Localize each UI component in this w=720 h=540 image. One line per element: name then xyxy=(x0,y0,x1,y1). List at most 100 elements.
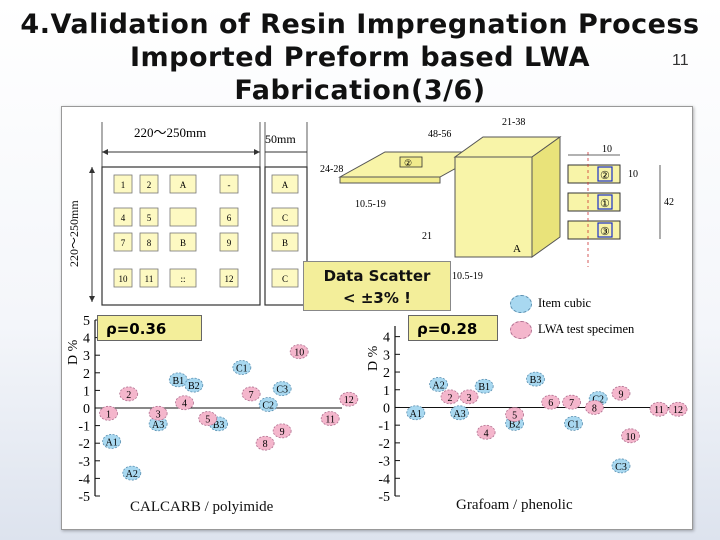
data-point xyxy=(255,435,275,451)
cube-diagram: ② A ② ① ③ 48-56 21-38 10 10 24-28 10.5-1… xyxy=(320,117,674,282)
legend-swatch-item-cubic xyxy=(510,295,532,313)
preform-cell xyxy=(271,174,299,194)
data-point-label: A1 xyxy=(410,409,422,420)
data-point-label: 10 xyxy=(294,348,304,359)
preform-cell xyxy=(169,268,197,288)
data-point xyxy=(611,458,631,474)
data-point-label: 9 xyxy=(619,389,624,400)
y-tick-label: -3 xyxy=(378,455,390,470)
preform-cell xyxy=(139,174,159,194)
preform-cell-label: 9 xyxy=(227,238,232,248)
preform-cell xyxy=(113,268,133,288)
preform-cell-label: B xyxy=(180,238,186,248)
data-point-label: C3 xyxy=(276,385,288,396)
data-point-label: 8 xyxy=(263,439,268,450)
cube-slot-3: ③ xyxy=(600,226,610,238)
data-point-label: 7 xyxy=(249,390,254,401)
y-tick-label: -2 xyxy=(378,437,390,452)
data-point-label: 6 xyxy=(548,398,553,409)
data-point xyxy=(649,401,669,417)
data-point-label: A3 xyxy=(453,409,465,420)
data-point-label: C1 xyxy=(568,419,580,430)
dim-10-5-19-a: 10.5-19 xyxy=(355,199,386,210)
y-axis-label: D % xyxy=(66,339,81,365)
y-tick-label: -2 xyxy=(78,437,90,452)
preform-cell xyxy=(219,232,239,252)
data-point xyxy=(198,411,218,426)
data-point xyxy=(611,385,631,401)
y-tick-label: -1 xyxy=(78,420,90,435)
y-tick-label: -4 xyxy=(378,472,390,487)
data-point-label: B2 xyxy=(188,381,200,392)
data-point xyxy=(148,405,168,421)
data-point xyxy=(122,465,142,481)
cube-small-slot: ② xyxy=(404,158,412,168)
data-point xyxy=(450,405,469,421)
preform-cell-label: A xyxy=(282,180,289,190)
y-axis-label: D % xyxy=(366,345,381,371)
data-point-label: 1 xyxy=(106,409,111,420)
data-point-label: 11 xyxy=(654,405,664,416)
data-point-label: 5 xyxy=(205,415,210,426)
preform-cell xyxy=(271,232,299,252)
data-point-label: 10 xyxy=(626,432,636,443)
data-point xyxy=(541,394,561,410)
scatter-note-line-2: < ±3% ! xyxy=(343,289,411,307)
cube-slot-2: ② xyxy=(600,170,610,182)
preform-cell xyxy=(169,232,197,252)
preform-cell xyxy=(219,174,239,194)
preform-cell-label: 5 xyxy=(147,213,152,223)
data-point xyxy=(562,394,582,410)
title-line-2: Imported Preform based LWA xyxy=(129,42,591,73)
data-point xyxy=(406,405,426,421)
data-point xyxy=(564,415,583,431)
preform-cell xyxy=(139,232,159,252)
data-point xyxy=(232,360,252,375)
preform-cell xyxy=(271,268,299,288)
preform-cell-label: 12 xyxy=(225,274,234,284)
slide-title: 4.Validation of Resin Impregnation Proce… xyxy=(0,8,720,107)
dim-21-38: 21-38 xyxy=(502,117,525,128)
legend-swatch-lwa-specimen xyxy=(510,321,532,339)
data-point-label: C1 xyxy=(236,364,248,375)
data-point-label: B3 xyxy=(530,375,542,386)
legend-label-lwa-specimen: LWA test specimen xyxy=(538,322,635,336)
y-tick-label: 2 xyxy=(83,367,90,382)
y-tick-label: 1 xyxy=(383,384,390,399)
preform-cell xyxy=(169,207,197,227)
preform-cell xyxy=(271,207,299,227)
data-point xyxy=(289,344,309,360)
data-point-label: 8 xyxy=(592,403,597,414)
data-point xyxy=(339,391,359,407)
data-point-label: 7 xyxy=(569,398,574,409)
data-point-label: B1 xyxy=(478,382,490,393)
data-point xyxy=(99,405,118,421)
data-point xyxy=(175,395,194,411)
data-point xyxy=(621,428,640,444)
data-point xyxy=(272,381,292,397)
data-point xyxy=(272,423,292,439)
y-tick-label: 0 xyxy=(83,402,90,417)
data-point xyxy=(102,434,122,449)
preform-cell xyxy=(219,207,239,227)
preform-cell-label: 2 xyxy=(147,180,152,190)
y-tick-label: 1 xyxy=(83,384,90,399)
preform-cell-label: 11 xyxy=(145,274,154,284)
data-point-label: 12 xyxy=(673,405,683,416)
y-tick-label: 2 xyxy=(383,366,390,381)
preform-cell-label: :: xyxy=(180,274,185,284)
data-point-label: B2 xyxy=(509,419,521,430)
caption-left: CALCARB / polyimide xyxy=(130,499,274,515)
data-point-label: A1 xyxy=(106,437,118,448)
preform-cell-label: 8 xyxy=(147,238,152,248)
preform-cell-label: 1 xyxy=(121,180,126,190)
data-point-label: C3 xyxy=(615,462,627,473)
preform-cell xyxy=(219,268,239,288)
y-tick-label: -4 xyxy=(78,472,90,487)
data-point-label: B3 xyxy=(213,420,225,431)
preform-cell-label: 6 xyxy=(227,213,232,223)
title-line-1: 4.Validation of Resin Impregnation Proce… xyxy=(20,9,700,40)
